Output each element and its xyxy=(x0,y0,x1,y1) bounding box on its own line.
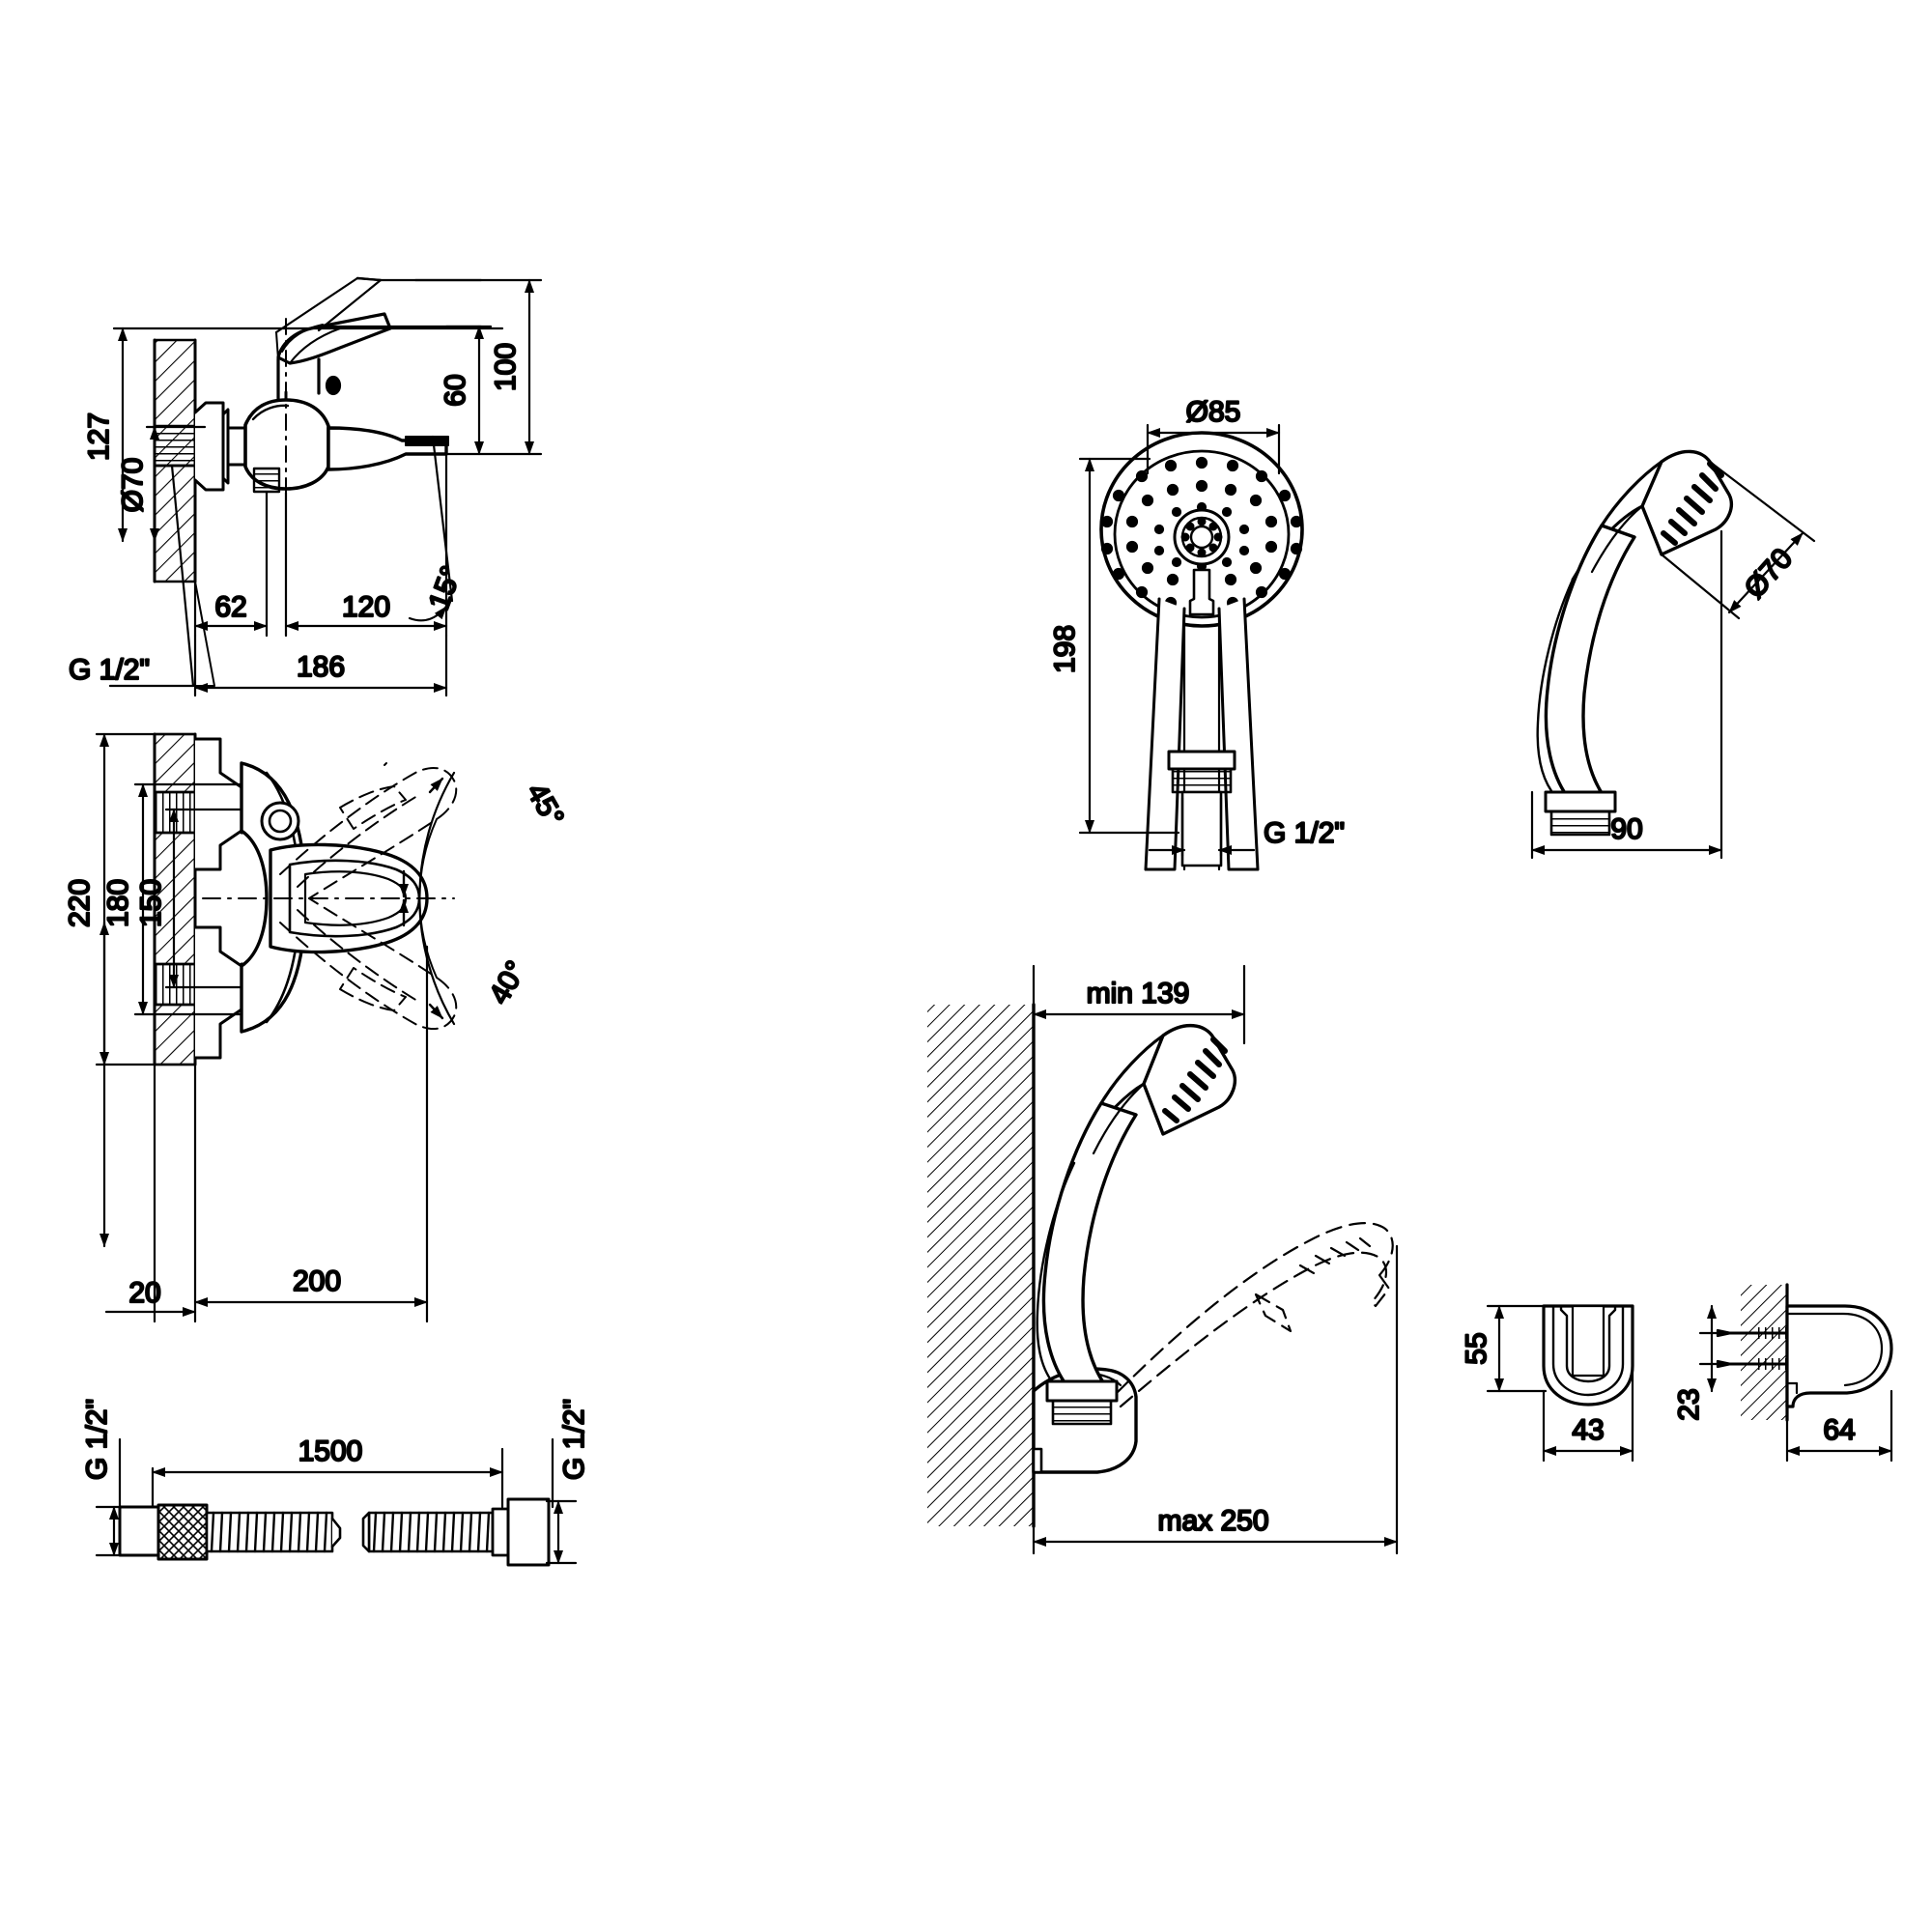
bracket-spray-edge xyxy=(1162,1037,1228,1123)
wall-screws xyxy=(1716,1327,1789,1370)
dimension-100: 100 xyxy=(413,278,543,456)
dimension-15deg: 15° xyxy=(408,435,469,622)
dimension-180: 180 xyxy=(101,782,243,1016)
mixer-body xyxy=(243,342,449,494)
dimension-62: 62 xyxy=(193,491,269,638)
bracket-side-wall xyxy=(1741,1283,1789,1422)
dim-label-150: 150 xyxy=(135,879,167,927)
dim-label-45deg: 45° xyxy=(521,778,570,832)
spray-face-edge xyxy=(1661,461,1724,546)
dim-label-64: 64 xyxy=(1823,1414,1855,1446)
dimension-64: 64 xyxy=(1785,1389,1893,1463)
dimension-60: 60 xyxy=(439,325,493,456)
view-handshower-side: Ø70 90 xyxy=(1530,449,1816,860)
dim-label-min139: min 139 xyxy=(1087,978,1190,1009)
view-bracket-install: min 139 max 250 xyxy=(927,964,1399,1555)
dim-label-max250: max 250 xyxy=(1157,1505,1268,1537)
dimension-1500: 1500 xyxy=(151,1435,504,1509)
dimension-198: 198 xyxy=(1048,457,1180,835)
dim-label-d70: Ø70 xyxy=(117,458,149,513)
dimension-200: 200 xyxy=(193,945,429,1323)
label-hose-thread-right: G 1/2" xyxy=(545,1398,591,1565)
dim-label-220: 220 xyxy=(64,879,96,927)
dimension-45deg: 45° xyxy=(519,777,570,833)
dimension-43: 43 xyxy=(1542,1304,1634,1463)
dim-label-d70-side: Ø70 xyxy=(1739,543,1799,605)
dim-label-180: 180 xyxy=(102,879,134,927)
dim-label-120: 120 xyxy=(342,591,390,623)
handshower-in-bracket xyxy=(1036,1023,1237,1426)
dim-label-g12-mixer: G 1/2" xyxy=(69,654,150,686)
wall-section-front xyxy=(153,732,197,1066)
dimension-d85: Ø85 xyxy=(1146,395,1281,475)
dim-label-127: 127 xyxy=(83,412,115,461)
handshower-phantom xyxy=(1115,1222,1394,1408)
dim-label-20: 20 xyxy=(128,1277,160,1309)
dimension-20: 20 xyxy=(104,1063,197,1323)
view-hose: 1500 G 1/2" G 1/2" xyxy=(80,1398,591,1567)
dimension-55: 55 xyxy=(1460,1304,1548,1393)
dim-label-90: 90 xyxy=(1610,813,1642,845)
view-mixer-front: 220 180 150 20 200 xyxy=(63,732,571,1323)
dimension-186: 186 xyxy=(193,634,448,697)
dim-label-43: 43 xyxy=(1572,1414,1604,1446)
dimension-23: 23 xyxy=(1672,1304,1741,1422)
dim-label-55: 55 xyxy=(1461,1332,1492,1364)
dim-label-15deg: 15° xyxy=(423,562,469,614)
view-mixer-side: 127 Ø70 100 60 62 xyxy=(68,276,543,697)
hose-right-segment xyxy=(361,1497,551,1567)
dim-label-g12-handshower: G 1/2" xyxy=(1264,817,1345,849)
dimension-40deg: 40° xyxy=(482,954,533,1010)
mixer-body-front xyxy=(240,761,429,1034)
swivel-arc xyxy=(384,762,456,1026)
spout-swivel-phantom xyxy=(279,766,458,1031)
dim-label-1500: 1500 xyxy=(298,1435,363,1467)
view-handshower-front: Ø85 198 G 1/2" xyxy=(1048,395,1346,871)
dimension-150: 150 xyxy=(134,808,243,989)
view-bracket-front: 55 43 xyxy=(1460,1304,1634,1463)
view-bracket-side: 23 64 xyxy=(1672,1283,1893,1463)
hose-left-segment xyxy=(205,1511,342,1553)
dim-label-40deg: 40° xyxy=(483,955,532,1009)
dim-label-200: 200 xyxy=(293,1265,341,1297)
dim-label-60: 60 xyxy=(440,374,471,406)
dimension-220: 220 xyxy=(63,732,197,1248)
dim-label-d85: Ø85 xyxy=(1186,396,1241,428)
dim-label-g12-hose-right: G 1/2" xyxy=(558,1399,590,1480)
wall-union xyxy=(193,401,247,492)
dimension-90: 90 xyxy=(1530,529,1723,860)
dim-label-100: 100 xyxy=(490,343,522,391)
dim-label-23: 23 xyxy=(1673,1388,1705,1420)
dim-label-198: 198 xyxy=(1049,625,1081,673)
label-hose-thread-left: G 1/2" xyxy=(80,1398,128,1557)
dimension-d70: Ø70 xyxy=(116,425,207,543)
dimension-min139: min 139 xyxy=(1032,964,1246,1045)
wall-section xyxy=(153,338,197,583)
dimension-max250: max 250 xyxy=(1032,1244,1399,1555)
dimension-127: 127 xyxy=(82,327,504,543)
spray-nozzles xyxy=(1100,456,1303,612)
leader-thread-g12: G 1/2" xyxy=(68,464,215,688)
dim-label-g12-hose-left: G 1/2" xyxy=(81,1399,113,1480)
hub-nozzles xyxy=(1180,517,1223,557)
dim-label-62: 62 xyxy=(214,591,246,623)
label-handshower-thread: G 1/2" xyxy=(1148,796,1346,858)
install-wall xyxy=(927,1003,1036,1528)
dim-label-186: 186 xyxy=(297,651,345,683)
